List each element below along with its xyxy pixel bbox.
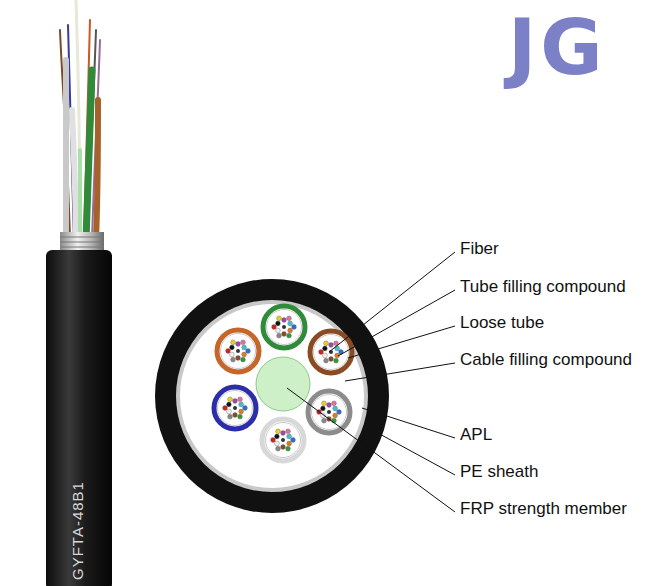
exposed-fibres (60, 0, 100, 240)
leader-lines (287, 252, 455, 512)
part-label: Cable filling compound (460, 350, 632, 370)
loose-tube (262, 419, 304, 461)
part-label: FRP strength member (460, 499, 627, 519)
part-label: PE sheath (460, 462, 538, 482)
loose-tube (214, 387, 256, 429)
part-label: Tube filling compound (460, 277, 626, 297)
part-label: Loose tube (460, 313, 544, 333)
cable-jacket (46, 250, 112, 586)
loose-tube (308, 391, 350, 433)
part-label: APL (460, 425, 492, 445)
brand-logo: JG (508, 8, 607, 88)
cross-section (155, 279, 389, 513)
loose-tube (263, 306, 305, 348)
part-label: Fiber (460, 239, 499, 259)
cable-marking: GYFTA-48B1 (69, 481, 87, 580)
apl-corrugation (60, 237, 104, 252)
loose-tube (217, 330, 259, 372)
